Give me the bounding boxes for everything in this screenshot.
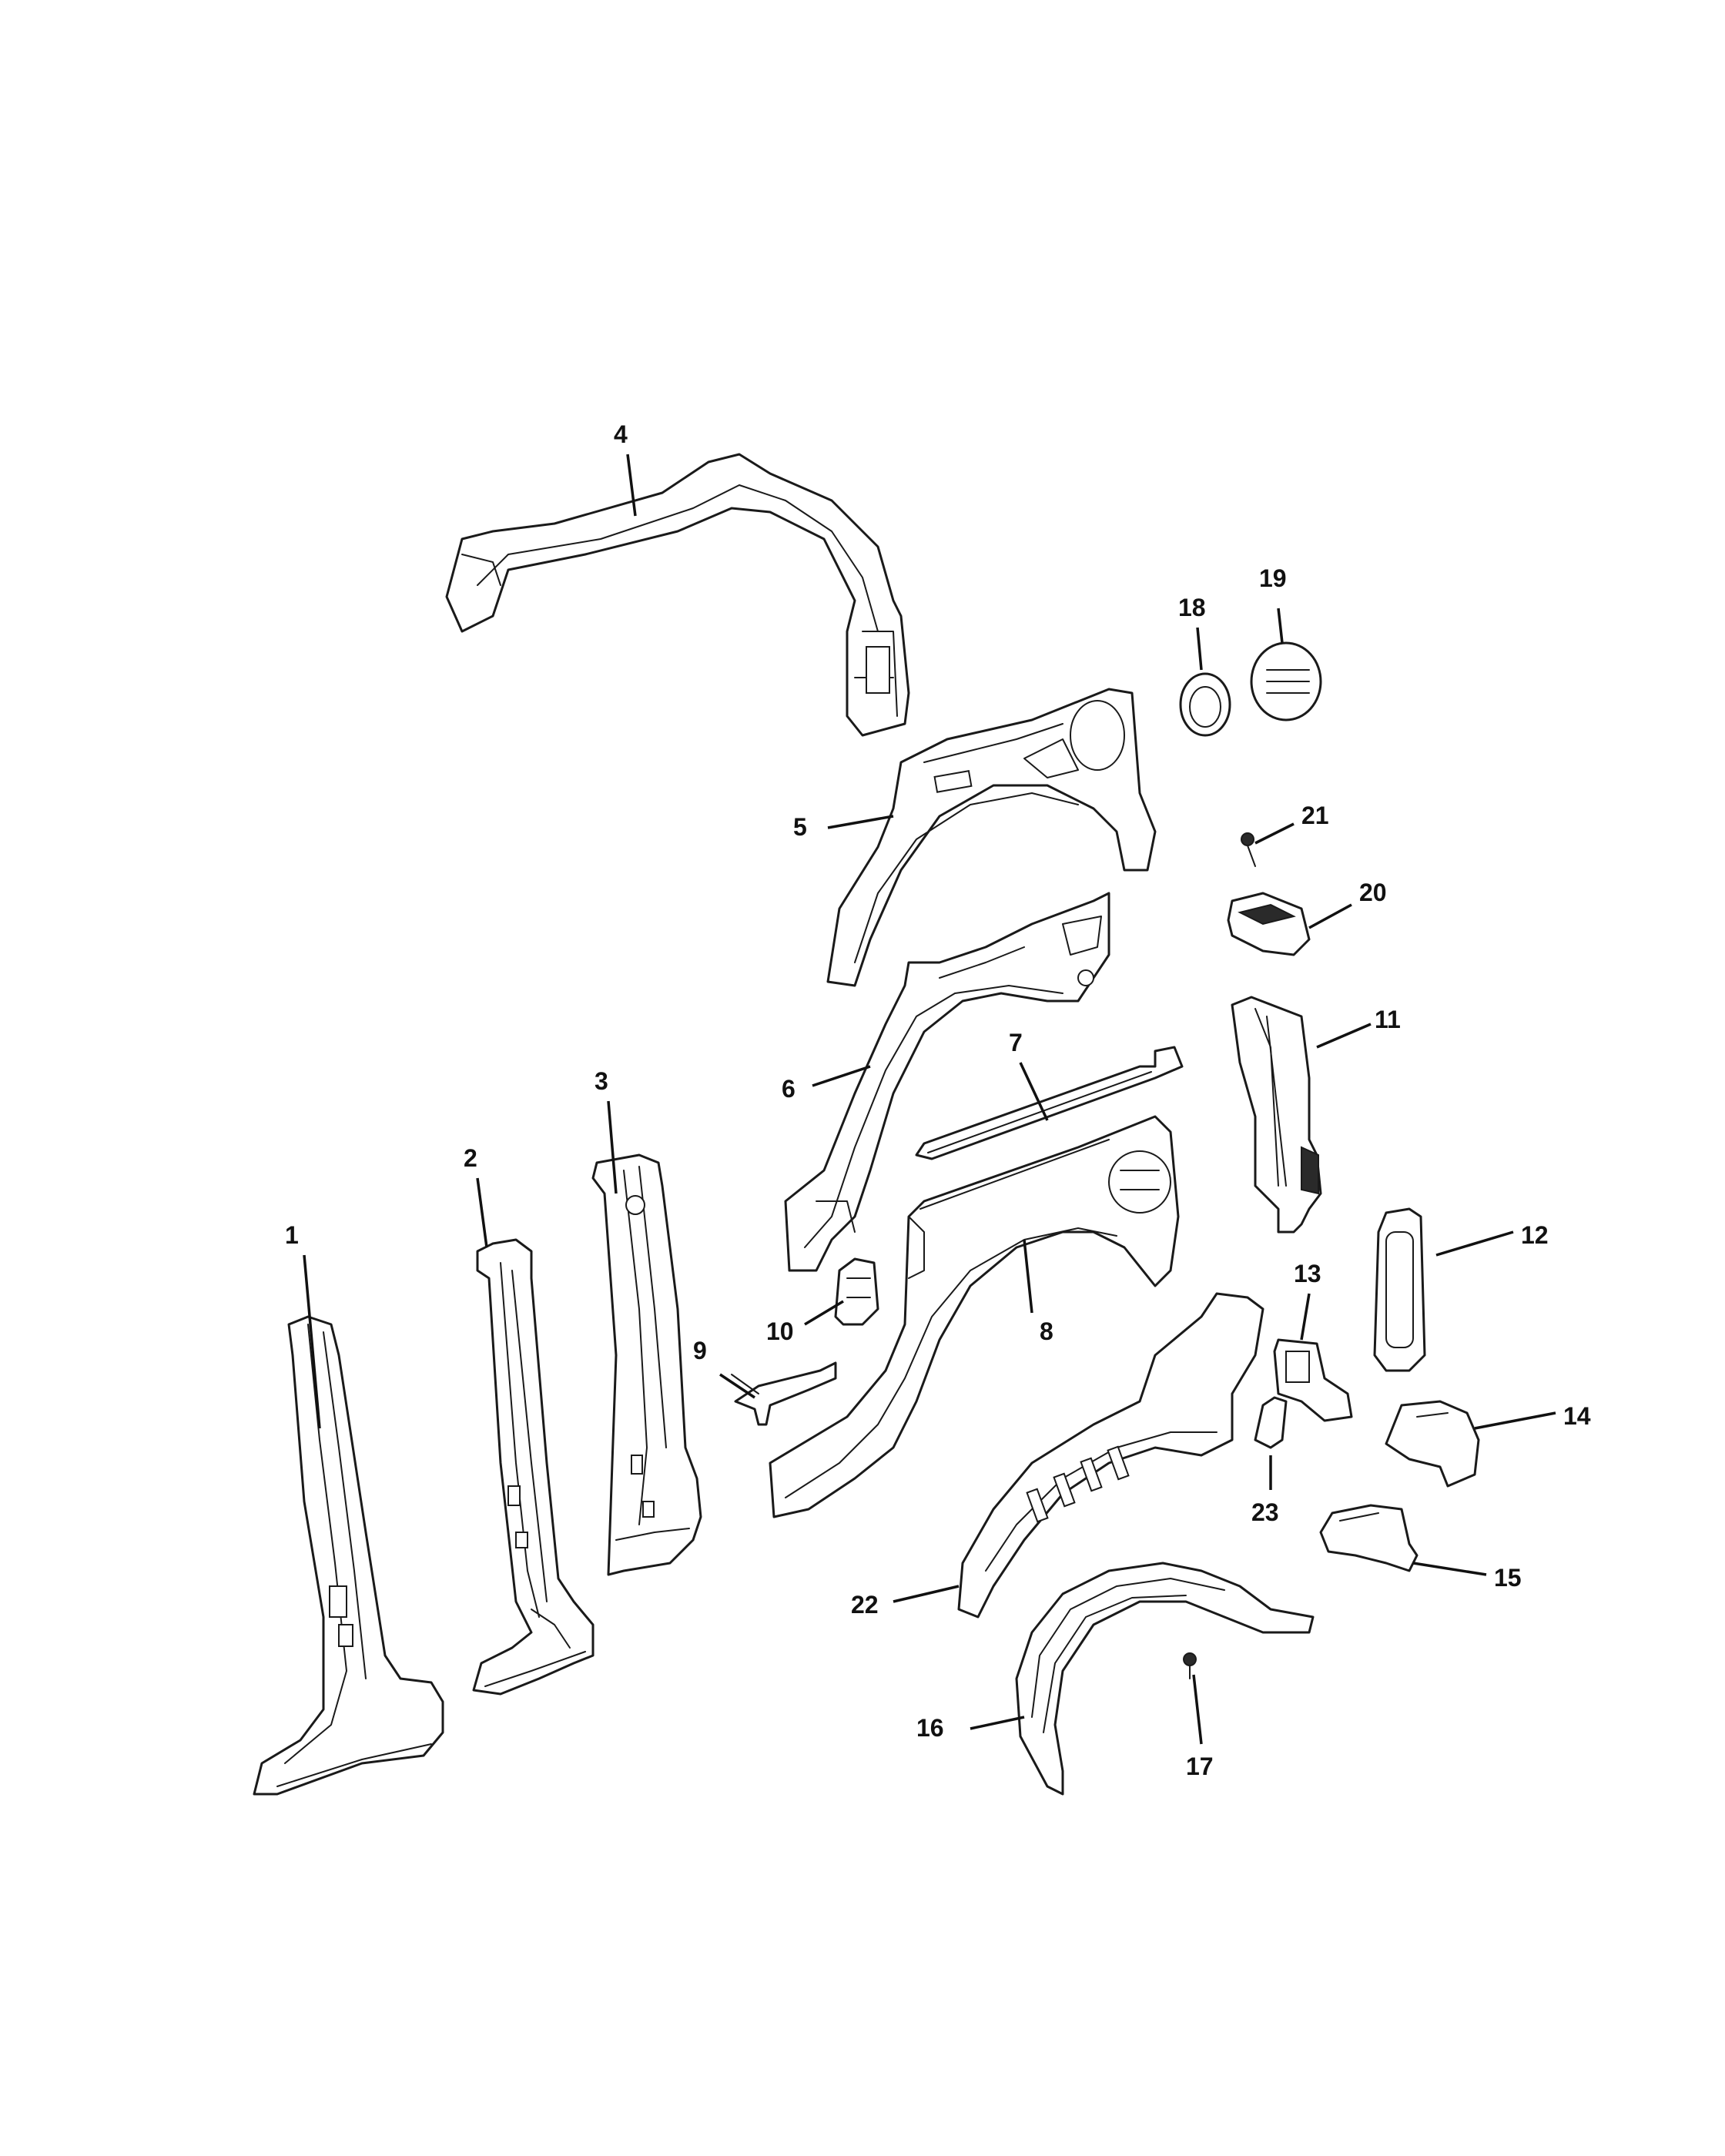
callout-8: 8 [1040, 1317, 1053, 1345]
leader-22 [893, 1585, 960, 1603]
leader-1 [303, 1254, 321, 1429]
callout-21: 21 [1301, 802, 1329, 829]
part-19-fuel-door [1250, 641, 1322, 721]
callout-11: 11 [1375, 1006, 1401, 1033]
leader-4 [626, 454, 637, 517]
part-2-b-pillar [472, 1238, 595, 1696]
part-15-bracket [1319, 1504, 1419, 1572]
part-22-inner-wheelhouse [957, 1292, 1264, 1619]
callout-19: 19 [1259, 564, 1287, 592]
leader-6 [812, 1065, 871, 1087]
leader-16 [970, 1716, 1025, 1730]
leader-2 [476, 1177, 488, 1248]
leader-11 [1316, 1023, 1372, 1049]
callout-20: 20 [1359, 879, 1387, 906]
part-17-push-pin [1183, 1652, 1197, 1679]
callout-15: 15 [1494, 1564, 1522, 1592]
callout-14: 14 [1563, 1402, 1591, 1430]
part-20-fuel-housing-bracket [1227, 892, 1311, 956]
part-13-bracket [1273, 1338, 1353, 1422]
part-6-inner-quarter-lower [784, 892, 1110, 1272]
leader-20 [1308, 903, 1352, 929]
part-14-bracket [1385, 1400, 1480, 1488]
leader-lines [303, 454, 1556, 1745]
callout-17: 17 [1186, 1753, 1214, 1780]
leader-10 [804, 1300, 844, 1326]
callout-4: 4 [614, 420, 628, 448]
part-23-plug [1254, 1396, 1288, 1449]
leader-15 [1412, 1562, 1487, 1576]
callout-5: 5 [793, 813, 807, 841]
callout-9: 9 [693, 1337, 707, 1364]
part-4-roof-rail [445, 453, 910, 737]
leader-17 [1192, 1674, 1203, 1745]
leader-8 [1023, 1239, 1033, 1314]
callout-3: 3 [595, 1067, 608, 1095]
part-21-screw [1241, 832, 1256, 867]
callout-16: 16 [916, 1714, 944, 1742]
callout-23: 23 [1251, 1498, 1279, 1526]
part-9-bracket [731, 1361, 837, 1426]
callout-22: 22 [851, 1591, 879, 1619]
callout-7: 7 [1009, 1029, 1023, 1056]
callout-13: 13 [1294, 1260, 1321, 1287]
part-1-a-pillar [253, 1315, 444, 1796]
part-5-inner-quarter-upper [826, 688, 1157, 987]
leader-5 [827, 815, 894, 829]
callout-18: 18 [1178, 594, 1206, 621]
callout-10: 10 [766, 1317, 794, 1345]
callout-2: 2 [464, 1144, 477, 1172]
part-16-wheelhouse-liner [1015, 1562, 1315, 1796]
callout-labels: 1 2 3 4 5 6 7 8 9 10 11 12 13 14 15 16 1… [285, 420, 1591, 1780]
part-12-rear-corner-panel [1373, 1207, 1426, 1372]
part-7-upper-rail [915, 1046, 1184, 1160]
leader-3 [607, 1100, 618, 1194]
part-18-fuel-filler-ring [1179, 672, 1231, 737]
callout-12: 12 [1521, 1221, 1549, 1249]
leader-19 [1277, 608, 1284, 644]
part-3-c-pillar [591, 1153, 702, 1576]
part-8-outer-quarter-panel [769, 1115, 1180, 1518]
part-10-small-bracket [834, 1257, 879, 1326]
callout-6: 6 [782, 1075, 796, 1103]
part-11-d-pillar-inner [1231, 996, 1322, 1234]
callout-1: 1 [285, 1221, 299, 1249]
leader-12 [1435, 1230, 1514, 1257]
leader-7 [1019, 1062, 1049, 1121]
leader-13 [1300, 1293, 1311, 1341]
leader-14 [1474, 1411, 1556, 1430]
leader-21 [1254, 822, 1295, 845]
leader-9 [719, 1373, 755, 1399]
leader-18 [1196, 627, 1203, 671]
